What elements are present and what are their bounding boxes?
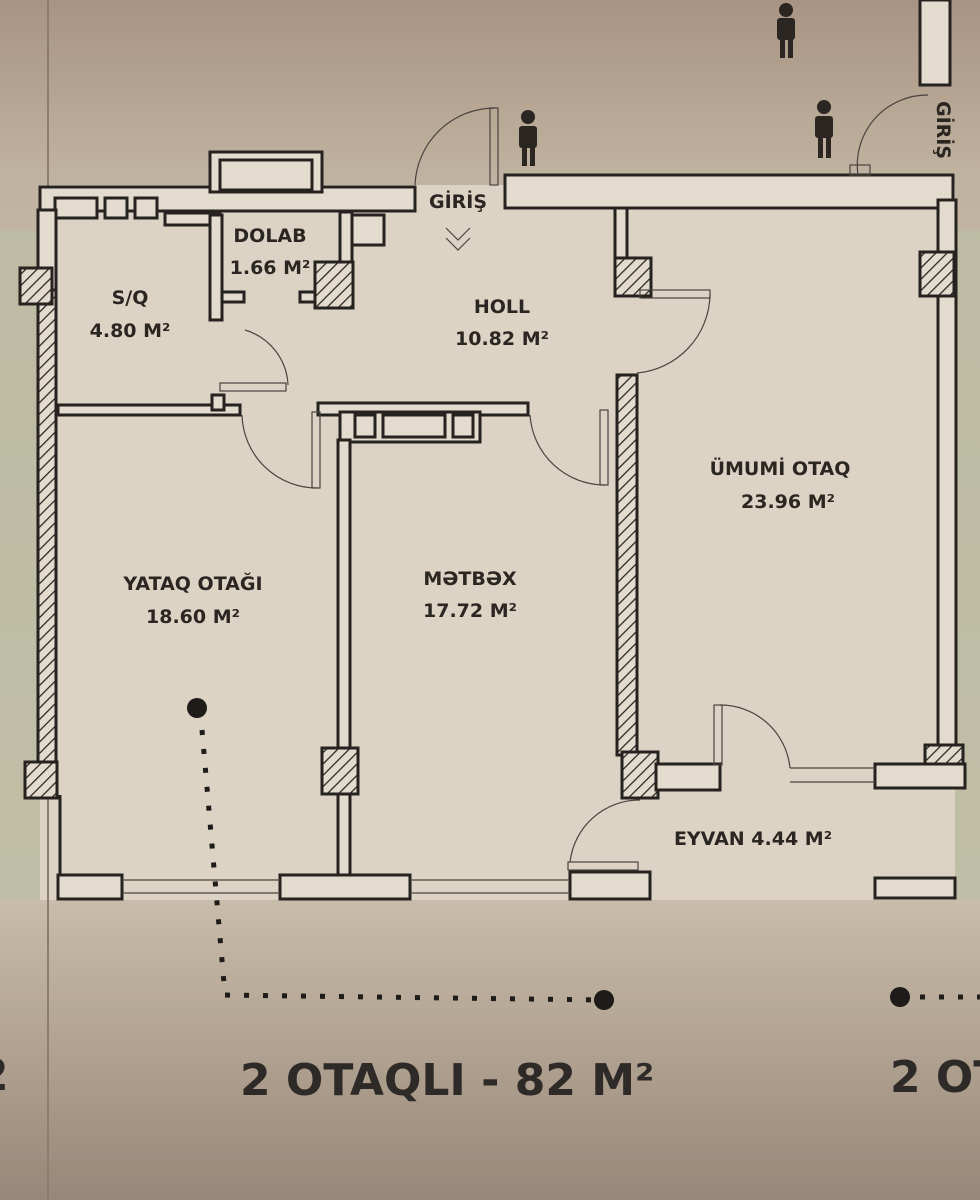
dotted-leader xyxy=(187,698,980,1010)
entrance-chevron-icon xyxy=(445,227,471,251)
room-area-metbex: 17.72 M² xyxy=(423,600,517,622)
side-entrance-label: GİRİŞ xyxy=(932,101,956,159)
apartment-caption: 2 OTAQLI - 82 M² xyxy=(240,1055,654,1106)
entrance-label: GİRİŞ xyxy=(429,189,487,213)
room-name-dolab: DOLAB xyxy=(233,225,306,247)
room-name-yataq-otagi: YATAQ OTAĞI xyxy=(122,571,262,595)
room-area-holl: 10.82 M² xyxy=(455,328,549,350)
room-name-sq: S/Q xyxy=(112,287,149,309)
room-name-umumi-otaq: ÜMUMİ OTAQ xyxy=(710,456,851,480)
neighbor-right xyxy=(955,230,980,900)
room-area-umumi-otaq: 23.96 M² xyxy=(741,491,835,513)
room-name-metbex: MƏTBƏX xyxy=(423,568,517,590)
room-eyvan: EYVAN 4.44 M² xyxy=(674,828,832,850)
walls xyxy=(18,0,967,901)
previous-apartment-caption: 2 xyxy=(0,1050,9,1101)
room-name-holl: HOLL xyxy=(474,296,530,318)
apartment-floor xyxy=(40,185,955,900)
person-icon xyxy=(815,100,833,158)
room-area-dolab: 1.66 M² xyxy=(230,257,311,279)
room-area-sq: 4.80 M² xyxy=(90,320,171,342)
door-swings xyxy=(219,94,929,871)
person-icon xyxy=(519,110,537,166)
next-apartment-caption: 2 OT xyxy=(890,1052,980,1103)
room-area-yataq-otagi: 18.60 M² xyxy=(146,606,240,628)
person-icon xyxy=(777,3,795,58)
